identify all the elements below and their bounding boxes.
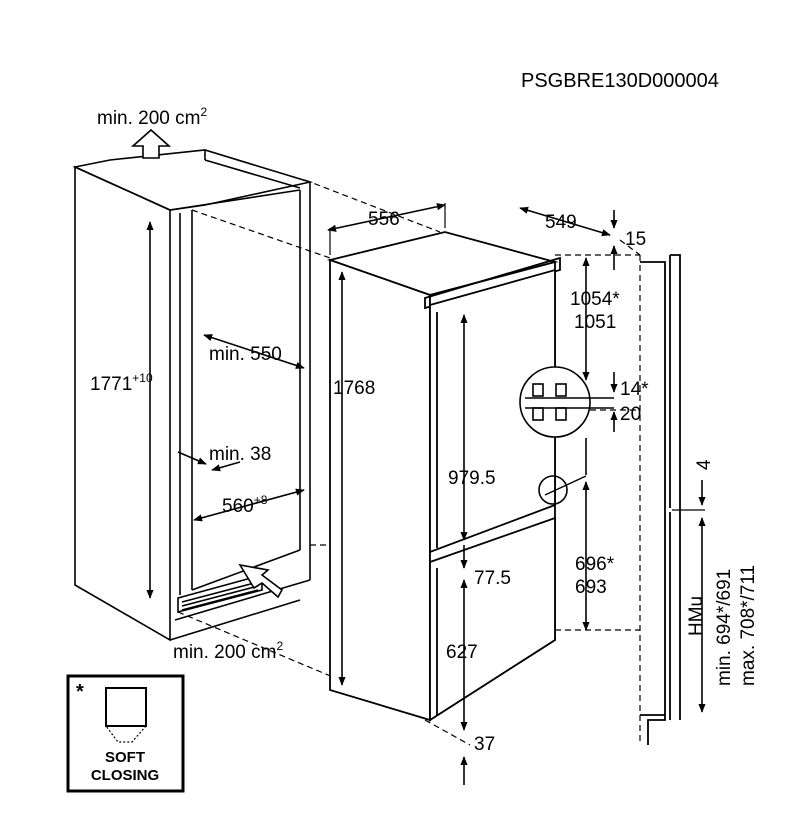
product-code: PSGBRE130D000004 — [521, 70, 719, 92]
niche-height-label: 1771+10 — [90, 371, 153, 395]
soft-closing-badge: * SOFT CLOSING — [66, 674, 185, 793]
niche-width-label: 560+8 — [222, 493, 268, 517]
appliance-bottom-gap-label: 37 — [474, 734, 495, 755]
appliance-depth-dim — [519, 206, 611, 237]
bottom-vent-arrow — [238, 563, 284, 599]
hinge-gap-label-b: 20 — [620, 404, 641, 425]
appliance-top-gap-label: 15 — [625, 229, 646, 250]
appliance-width-dim — [327, 203, 446, 232]
niche-cabinet — [72, 149, 314, 642]
hinge-gap-label-a: 14* — [620, 379, 649, 400]
hinge-detail — [519, 366, 614, 438]
badge-line2: CLOSING — [91, 767, 159, 784]
appliance-depth-label: 549 — [545, 212, 577, 233]
niche-depth-label: min. 550 — [209, 344, 282, 365]
hinge-upper-label-a: 1054* — [570, 289, 620, 310]
niche-gap-label: min. 38 — [209, 444, 271, 465]
lower-door-height-label: 627 — [446, 642, 478, 663]
appliance-height-label: 1768 — [333, 378, 375, 399]
closing-motion-icon — [104, 725, 148, 743]
door-gap-label: 77.5 — [474, 568, 511, 589]
appliance-width-label: 556 — [368, 209, 400, 230]
hinge-small-circle — [538, 475, 568, 505]
hmu-label: HMu — [686, 596, 707, 636]
niche-width-dim — [193, 488, 305, 522]
hinge-lower-label-a: 696* — [575, 554, 615, 575]
hmu-max-label: max. 708*/711 — [738, 565, 759, 686]
badge-star: * — [76, 681, 84, 703]
niche-depth-dim — [203, 334, 305, 369]
panel-offset-label: 4 — [694, 459, 715, 470]
badge-line1: SOFT — [105, 749, 145, 766]
projection-lines — [177, 179, 641, 746]
hmu-min-label: min. 694*/691 — [714, 569, 735, 686]
top-vent-arrow — [130, 128, 172, 159]
niche-gap-dim — [177, 451, 207, 465]
door-panel-profile — [640, 254, 681, 745]
top-vent-label: min. 200 cm2 — [97, 105, 207, 129]
hinge-lower-label-b: 693 — [575, 577, 607, 598]
door-icon — [105, 687, 147, 727]
hinge-upper-label-b: 1051 — [574, 312, 616, 333]
upper-door-height-label: 979.5 — [448, 468, 496, 489]
bottom-vent-label: min. 200 cm2 — [173, 639, 283, 663]
